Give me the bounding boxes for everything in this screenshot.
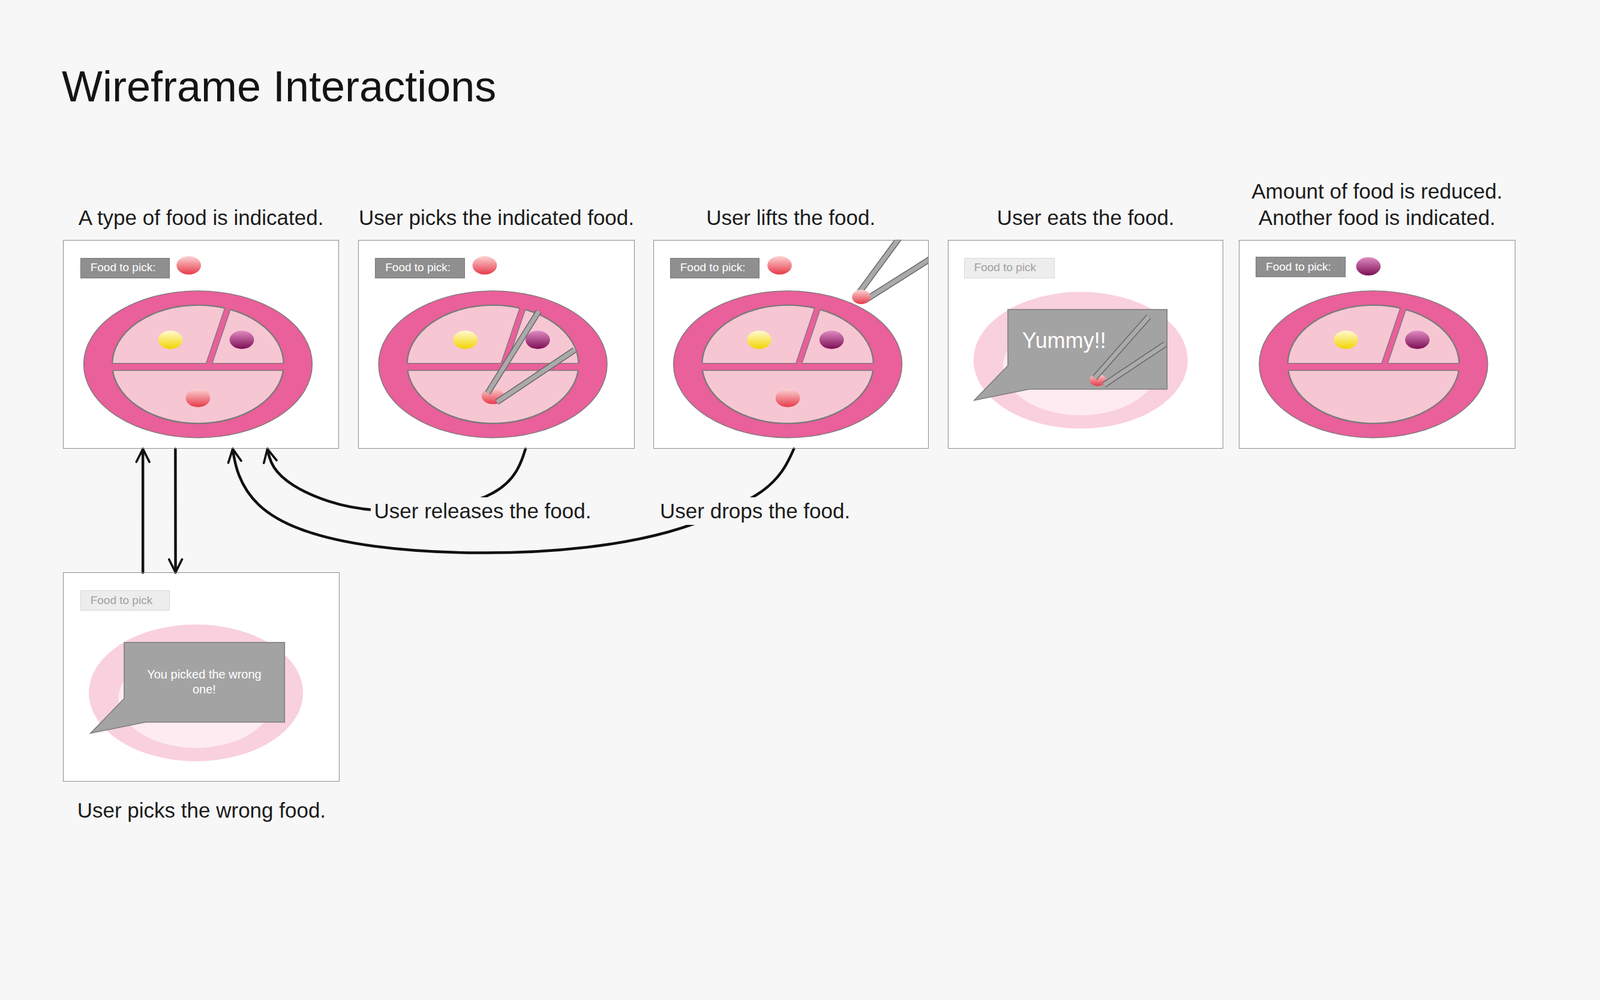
feedback-message: You picked the wrong one! bbox=[140, 667, 268, 698]
food-purple bbox=[819, 330, 845, 350]
food-yellow bbox=[746, 330, 772, 350]
screen-ground bbox=[653, 239, 929, 450]
speech-bubble: You picked the wrong one! bbox=[124, 642, 285, 723]
tag-label: Food to pick bbox=[90, 593, 153, 608]
food-tag: Food to pick: bbox=[374, 257, 465, 279]
disabled-food-tag: Food to pick bbox=[80, 590, 171, 611]
screen-frame: User eats the food.Food to pickYummy!! bbox=[947, 239, 1224, 450]
chopsticks bbox=[487, 311, 575, 402]
food-purple bbox=[229, 330, 255, 350]
arrow-label: User releases the food. bbox=[370, 497, 596, 525]
screen-ground bbox=[947, 239, 1224, 450]
food-tag: Food to pick: bbox=[670, 257, 761, 279]
indicated-food bbox=[767, 256, 792, 275]
plate-screen bbox=[653, 235, 935, 449]
bubble-outline bbox=[124, 642, 285, 723]
plate-screen bbox=[1238, 239, 1515, 450]
flow-arrow bbox=[141, 448, 145, 573]
tag-label: Food to pick: bbox=[680, 260, 746, 275]
step-caption: User eats the food. bbox=[929, 204, 1242, 231]
lifted-food bbox=[851, 289, 871, 305]
screen-ground bbox=[358, 239, 635, 450]
screen-frame: Amount of food is reduced. Another food … bbox=[1238, 239, 1516, 450]
food-yellow bbox=[158, 330, 183, 350]
food-yellow bbox=[1333, 330, 1359, 350]
food-tag: Food to pick: bbox=[1255, 256, 1346, 278]
chopsticks bbox=[857, 239, 929, 300]
step-caption: Amount of food is reduced. Another food … bbox=[1220, 178, 1533, 231]
faded-screen bbox=[973, 292, 1188, 429]
tag-label: Food to pick: bbox=[1265, 260, 1332, 275]
indicated-food bbox=[1355, 257, 1381, 276]
food-tag: Food to pick: bbox=[80, 257, 171, 279]
step-caption: User picks the wrong food. bbox=[45, 797, 358, 824]
food-red bbox=[775, 388, 801, 408]
step-caption: A type of food is indicated. bbox=[44, 204, 357, 231]
screen-frame: A type of food is indicated.Food to pick… bbox=[62, 239, 339, 450]
disabled-food-tag: Food to pick bbox=[964, 257, 1055, 279]
step-caption: User picks the indicated food. bbox=[340, 204, 653, 231]
screen-ground bbox=[62, 239, 339, 450]
feedback-message: Yummy!! bbox=[1007, 309, 1107, 354]
indicated-food bbox=[472, 256, 498, 275]
tag-label: Food to pick bbox=[974, 260, 1037, 275]
food-red bbox=[185, 388, 211, 408]
flow-arrow bbox=[173, 448, 177, 573]
plate-screen bbox=[358, 239, 634, 450]
chopstick-edge bbox=[1103, 344, 1166, 386]
plate-screen bbox=[62, 239, 339, 450]
screen-frame: User lifts the food.Food to pick: bbox=[653, 239, 929, 450]
food-purple bbox=[1405, 330, 1430, 350]
faded-screen bbox=[88, 624, 303, 762]
indicated-food bbox=[176, 256, 201, 275]
food-yellow bbox=[452, 330, 478, 350]
screen-frame: User picks the indicated food.Food to pi… bbox=[358, 239, 635, 450]
screen-ground bbox=[62, 572, 340, 782]
step-caption: User lifts the food. bbox=[634, 204, 947, 231]
bubble-shape bbox=[974, 309, 1167, 401]
speech-bubble: Yummy!! bbox=[1007, 309, 1167, 390]
arrow-label: User drops the food. bbox=[656, 497, 854, 525]
screen-ground bbox=[1238, 239, 1516, 450]
food-purple bbox=[525, 330, 551, 350]
screen-frame: User picks the wrong food.Food to pickYo… bbox=[62, 572, 340, 782]
tag-label: Food to pick: bbox=[385, 260, 451, 275]
bubble-shape bbox=[90, 642, 285, 734]
diagram-title: Wireframe Interactions bbox=[61, 64, 497, 108]
tag-label: Food to pick: bbox=[90, 260, 156, 275]
chopstick bbox=[1103, 344, 1166, 386]
